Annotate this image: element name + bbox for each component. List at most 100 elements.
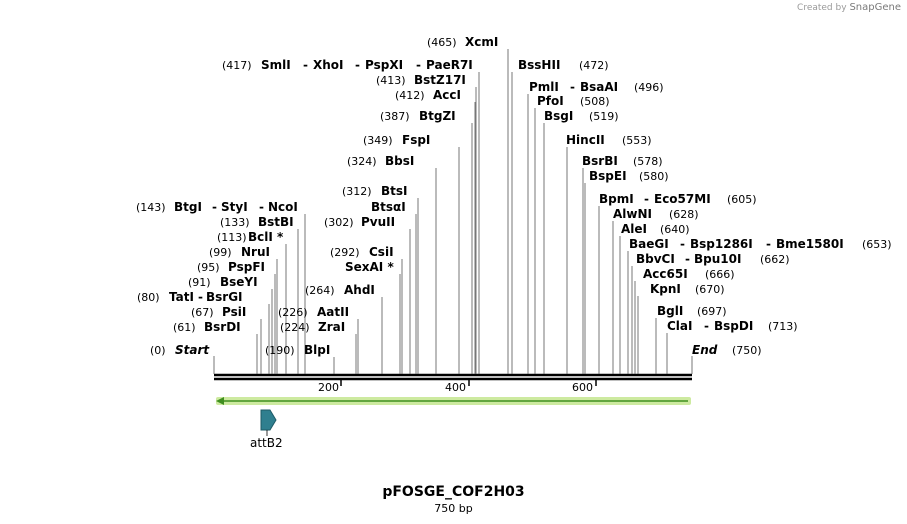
attB2-label: attB2	[250, 436, 283, 450]
restriction-site[interactable]: (670)KpnI	[650, 282, 725, 296]
restriction-site[interactable]: (226)AatII	[278, 305, 349, 319]
end-marker: End (750)	[691, 343, 762, 374]
restriction-site[interactable]: (412)AccI	[395, 88, 461, 102]
restriction-site[interactable]: (302)PvuII	[324, 215, 395, 229]
enzyme-separator: -	[644, 192, 649, 206]
enzyme-name: BstBI	[258, 215, 294, 229]
feature-attB2[interactable]: attB2	[250, 409, 283, 450]
enzyme-name: NruI	[241, 245, 270, 259]
restriction-site[interactable]: (67)PsiI	[191, 305, 246, 319]
start-label: Start	[175, 343, 210, 357]
restriction-site[interactable]: (91)BseYI	[188, 275, 258, 289]
enzyme-name: PmlI	[529, 80, 559, 94]
restriction-site[interactable]: (578)BsrBI	[582, 154, 663, 168]
enzyme-name: TatI	[169, 290, 194, 304]
restriction-site[interactable]: (264)AhdI	[305, 283, 375, 297]
enzyme-name: Bpu10I	[694, 252, 741, 266]
site-position: (67)	[191, 306, 214, 319]
enzyme-name: ZraI	[318, 320, 345, 334]
restriction-site[interactable]: (312)BtsI	[342, 184, 408, 198]
site-position: (324)	[347, 155, 377, 168]
enzyme-name: HincII	[566, 133, 605, 147]
restriction-site[interactable]: (508)PfoI	[537, 94, 610, 108]
enzyme-name: ClaI	[667, 319, 692, 333]
enzyme-separator: -	[416, 58, 421, 72]
start-marker: (0) Start	[150, 343, 215, 374]
site-position: (417)	[222, 59, 252, 72]
enzyme-separator: -	[680, 237, 685, 251]
enzyme-name: BglI	[657, 304, 683, 318]
enzyme-separator: -	[570, 80, 575, 94]
credit-text: Created by	[797, 3, 847, 13]
restriction-site[interactable]: (99)NruI	[209, 245, 270, 259]
site-leader-lines	[256, 49, 668, 374]
enzyme-name: AatII	[317, 305, 349, 319]
enzyme-separator: -	[198, 290, 203, 304]
restriction-site[interactable]: (324) BbsI	[347, 154, 414, 168]
enzyme-name: BbsI	[385, 154, 414, 168]
restriction-site[interactable]: (697)BglI	[657, 304, 727, 318]
enzyme-name: PaeR7I	[426, 58, 473, 72]
enzyme-separator: -	[766, 237, 771, 251]
enzyme-name: BtsI	[381, 184, 408, 198]
enzyme-name: NcoI	[268, 200, 298, 214]
ruler-label-400: 400	[445, 381, 466, 394]
site-position: (640)	[660, 223, 690, 236]
restriction-site[interactable]: (113)BclI *	[217, 230, 284, 244]
restriction-site[interactable]: SexAI *	[345, 260, 394, 274]
restriction-site[interactable]: (292)CsiI	[330, 245, 394, 259]
site-position: (465)	[427, 36, 457, 49]
restriction-site[interactable]: (190)BlpI	[265, 343, 330, 357]
restriction-site[interactable]: (553)HincII	[566, 133, 652, 147]
site-position: (653)	[862, 238, 892, 251]
enzyme-name: PvuII	[361, 215, 395, 229]
restriction-site[interactable]: (580)BspEI	[589, 169, 669, 183]
restriction-site[interactable]: (387)BtgZI	[380, 109, 456, 123]
site-position: (628)	[669, 208, 699, 221]
enzyme-name: BsaAI	[580, 80, 618, 94]
restriction-site[interactable]: (465)XcmI	[427, 35, 498, 49]
enzyme-separator: -	[355, 58, 360, 72]
site-position: (190)	[265, 344, 295, 357]
sequence-direction-bar	[216, 397, 691, 405]
enzyme-name: AlwNI	[613, 207, 652, 221]
enzyme-name: AhdI	[344, 283, 375, 297]
restriction-site[interactable]: (628) AlwNI	[613, 207, 699, 221]
enzyme-name: BtgZI	[419, 109, 456, 123]
enzyme-separator: -	[303, 58, 308, 72]
restriction-site[interactable]: (640) AleI	[621, 222, 690, 236]
site-position: (95)	[197, 261, 220, 274]
enzyme-name: SexAI *	[345, 260, 394, 274]
restriction-site[interactable]: (95)PspFI	[197, 260, 265, 274]
restriction-site[interactable]: BtsαI	[371, 200, 406, 214]
enzyme-name: Bme1580I	[776, 237, 844, 251]
site-position: (713)	[768, 320, 798, 333]
restriction-site[interactable]: (666)Acc65I	[643, 267, 735, 281]
restriction-site[interactable]: (224)ZraI	[280, 320, 345, 334]
restriction-site[interactable]: (519)BsgI	[544, 109, 619, 123]
end-position: (750)	[732, 344, 762, 357]
enzyme-name: BbvCI	[636, 252, 675, 266]
end-label: End	[692, 343, 718, 357]
restriction-site[interactable]: (413)BstZ17I	[376, 73, 466, 87]
enzyme-name: AleI	[621, 222, 647, 236]
start-position: (0)	[150, 344, 166, 357]
restriction-site[interactable]: (133)BstBI	[220, 215, 294, 229]
site-position: (580)	[639, 170, 669, 183]
restriction-site[interactable]: (472)BssHII	[518, 58, 609, 72]
ruler: 200 400 600	[318, 379, 597, 394]
site-position: (662)	[760, 253, 790, 266]
restriction-site[interactable]: (61)BsrDI	[173, 320, 241, 334]
enzyme-name: SmlI	[261, 58, 291, 72]
enzyme-name: Bsp1286I	[690, 237, 753, 251]
restriction-site[interactable]: (349)FspI	[363, 133, 430, 147]
enzyme-name: BsrDI	[204, 320, 241, 334]
